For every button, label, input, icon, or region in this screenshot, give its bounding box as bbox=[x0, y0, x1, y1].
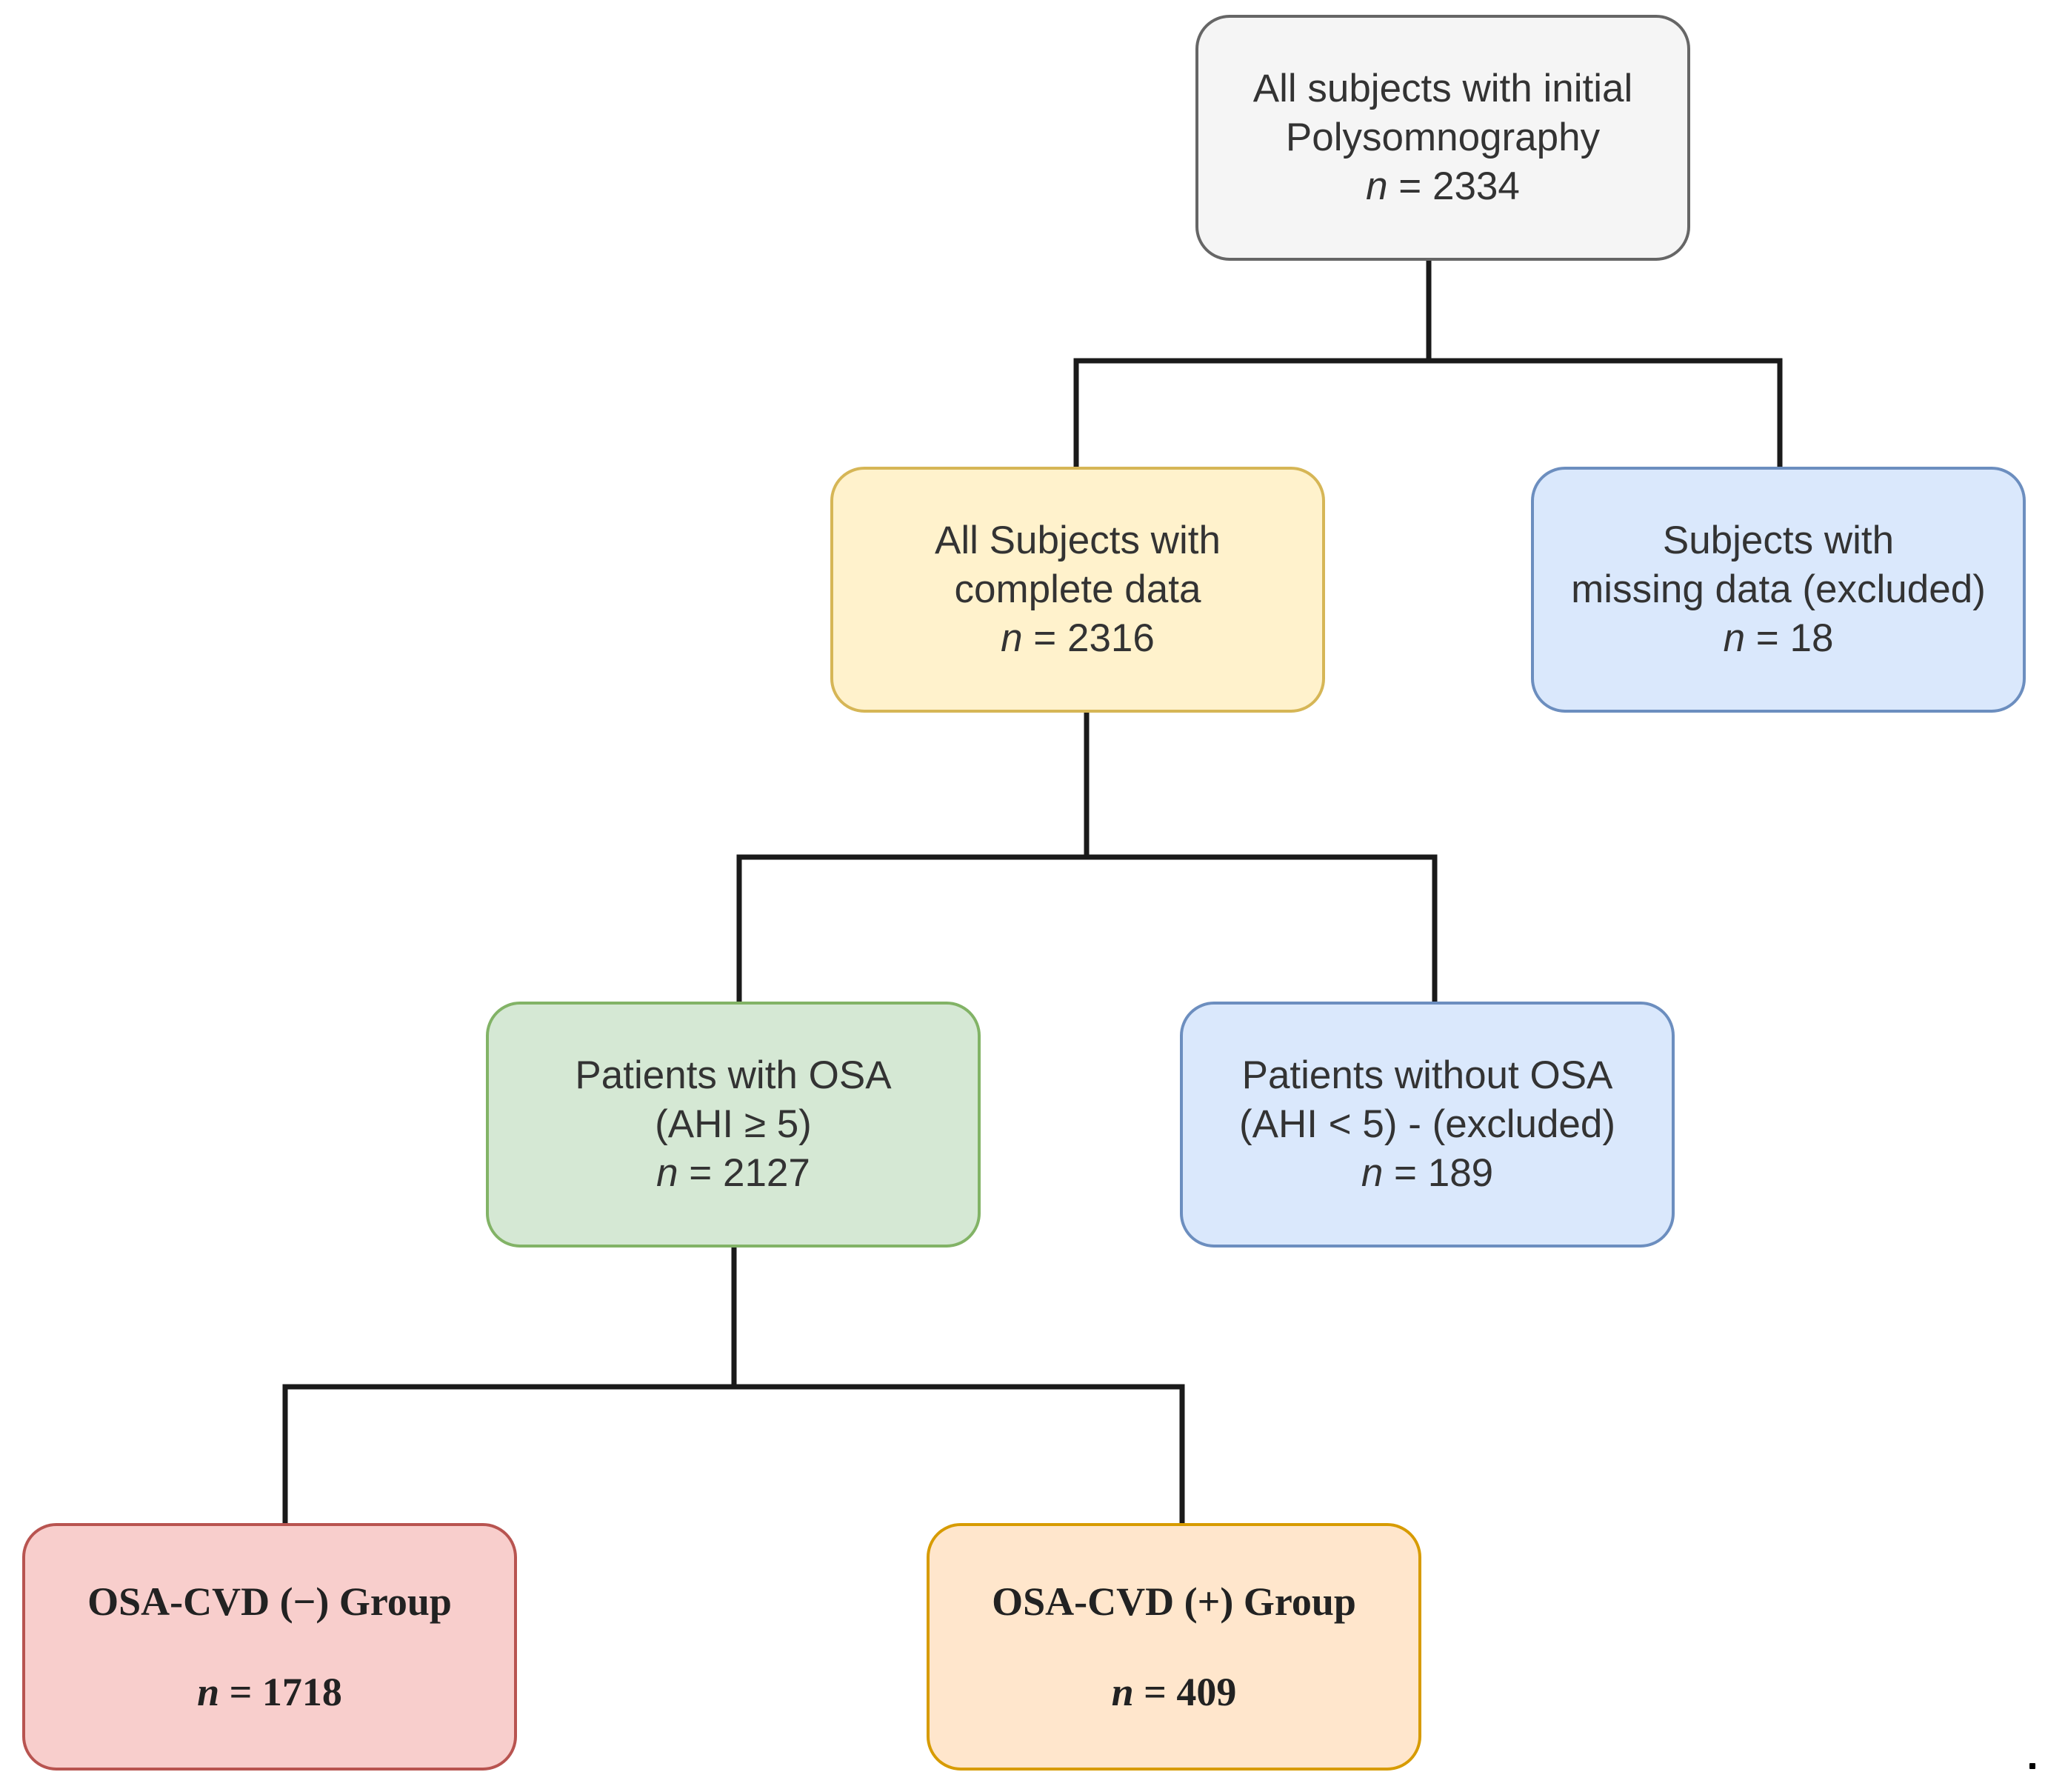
node-patients-with-osa: Patients with OSA (AHI ≥ 5) n = 2127 bbox=[486, 1002, 981, 1248]
edge-complete-to-no-osa bbox=[1087, 854, 1438, 1002]
edge-root-to-missing bbox=[1429, 358, 1783, 467]
n-value: = 2334 bbox=[1387, 164, 1520, 208]
n-symbol: n bbox=[1366, 164, 1388, 208]
n-value: = 409 bbox=[1133, 1670, 1237, 1714]
node-label-line: Subjects with bbox=[1662, 519, 1895, 562]
node-missing-data-excluded: Subjects with missing data (excluded) n … bbox=[1531, 467, 2026, 713]
node-patients-without-osa-excluded: Patients without OSA (AHI < 5) - (exclud… bbox=[1180, 1002, 1675, 1248]
n-value: = 18 bbox=[1745, 616, 1834, 660]
edge-osa-to-cvd-negative bbox=[282, 1248, 737, 1523]
n-value: = 189 bbox=[1383, 1151, 1494, 1195]
node-label-line: Patients without OSA bbox=[1241, 1053, 1613, 1097]
edge-complete-to-osa bbox=[736, 713, 1090, 1002]
edge-osa-to-cvd-positive bbox=[734, 1384, 1185, 1523]
edge-root-to-complete bbox=[1073, 261, 1432, 467]
n-symbol: n bbox=[1001, 616, 1023, 660]
n-symbol: n bbox=[1361, 1151, 1384, 1195]
n-symbol: n bbox=[1723, 616, 1746, 660]
node-label-line: OSA-CVD (+) Group bbox=[992, 1579, 1356, 1624]
node-count: n = 2127 bbox=[656, 1149, 810, 1198]
n-symbol: n bbox=[1111, 1670, 1134, 1714]
node-label-line: (AHI ≥ 5) bbox=[655, 1102, 812, 1146]
node-label-line: All subjects with initial bbox=[1252, 67, 1633, 110]
node-count: n = 2316 bbox=[1001, 614, 1155, 663]
node-label-line: OSA-CVD (−) Group bbox=[87, 1579, 452, 1624]
n-symbol: n bbox=[656, 1151, 678, 1195]
node-count: n = 18 bbox=[1724, 614, 1834, 663]
node-count: n = 1718 bbox=[197, 1668, 342, 1716]
node-count: n = 189 bbox=[1361, 1149, 1493, 1198]
node-label-line: missing data (excluded) bbox=[1571, 567, 1986, 611]
node-osa-cvd-negative-group: OSA-CVD (−) Group n = 1718 bbox=[22, 1523, 517, 1771]
n-value: = 2316 bbox=[1022, 616, 1155, 660]
node-complete-data: All Subjects with complete data n = 2316 bbox=[830, 467, 1325, 713]
node-osa-cvd-positive-group: OSA-CVD (+) Group n = 409 bbox=[927, 1523, 1421, 1771]
node-label-line: complete data bbox=[954, 567, 1201, 611]
node-label-line: Polysomnography bbox=[1285, 116, 1601, 159]
n-symbol: n bbox=[197, 1670, 220, 1714]
n-value: = 2127 bbox=[678, 1151, 810, 1195]
node-count: n = 2334 bbox=[1366, 162, 1520, 211]
node-label-line: All Subjects with bbox=[935, 519, 1221, 562]
node-label-line: (AHI < 5) - (excluded) bbox=[1238, 1102, 1616, 1146]
node-label-line: Patients with OSA bbox=[575, 1053, 892, 1097]
node-count: n = 409 bbox=[1112, 1668, 1237, 1716]
node-all-subjects-polysomnography: All subjects with initial Polysomnograph… bbox=[1195, 15, 1690, 261]
n-value: = 1718 bbox=[219, 1670, 342, 1714]
trailing-period-mark bbox=[2029, 1763, 2035, 1769]
